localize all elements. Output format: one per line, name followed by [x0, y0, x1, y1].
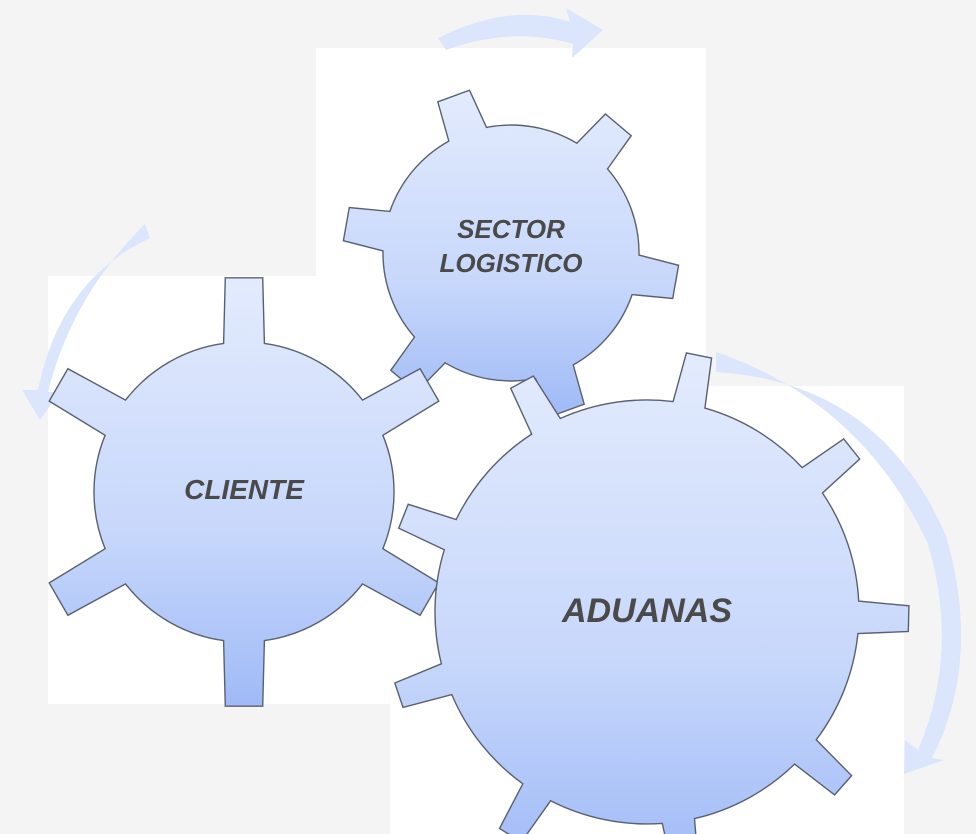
- gear-aduanas: [393, 352, 910, 834]
- gear-cliente: [48, 277, 440, 707]
- arrow-top: [438, 8, 603, 58]
- gear-sector-outline: [342, 89, 680, 417]
- gear-cliente-outline: [48, 277, 440, 707]
- gear-sector-logistico: [342, 89, 680, 417]
- label-cliente: CLIENTE: [184, 474, 305, 505]
- arrow-left: [22, 224, 150, 420]
- gear-aduanas-outline: [393, 352, 910, 834]
- arrow-right: [716, 352, 962, 774]
- label-sector-line1: SECTOR: [457, 214, 565, 244]
- label-sector-line2: LOGISTICO: [440, 248, 583, 278]
- label-aduanas: ADUANAS: [561, 592, 732, 630]
